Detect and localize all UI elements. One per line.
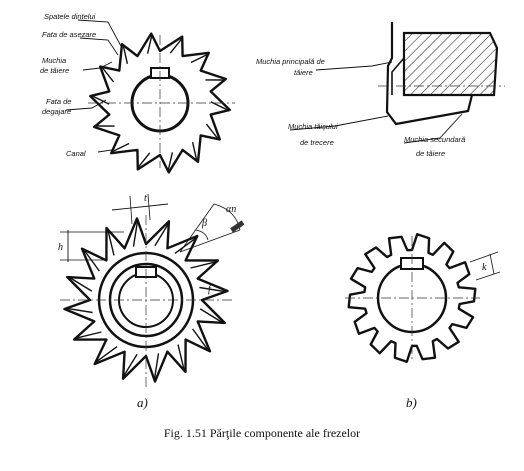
tool-detail-top-right: Muchia principală de tăiere Muchia tăişu…: [256, 22, 505, 158]
leader-fata-asezare: [79, 37, 119, 56]
cutter-a-tooth-face: [192, 328, 208, 350]
label-a: a): [137, 395, 148, 410]
dim-t-label: t: [144, 193, 147, 204]
label-secundara-1: Muchia secundară: [404, 135, 465, 144]
leader-canal: [97, 139, 119, 153]
cutter-a-tooth-face: [123, 353, 138, 376]
cutter-top-left-tooth-face: [190, 54, 208, 64]
cutter-top-left-tooth-face: [191, 142, 198, 160]
cutter-top-left-tooth-face: [169, 38, 182, 54]
cutter-top-left-tooth-face: [102, 67, 115, 83]
label-principala-2: tăiere: [294, 68, 313, 77]
cutter-a-tooth-face: [67, 307, 93, 314]
cutter-a-tooth-face: [199, 308, 222, 323]
dim-k-arrow: [489, 253, 495, 275]
cutter-a-tooth-face: [107, 230, 115, 256]
cutter-a-tooth-face: [76, 331, 102, 339]
label-muchie-2: de tăiere: [40, 66, 69, 75]
tool-shank-hatched: [230, 220, 245, 233]
cutter-top-left-tooth-face: [210, 101, 228, 111]
cutter-a-tooth-face: [96, 346, 118, 362]
label-b: b): [406, 395, 417, 410]
label-canal: Canal: [66, 149, 86, 158]
cutter-a: t h αn β f a): [58, 193, 245, 410]
dim-k-label: k: [482, 262, 487, 273]
dim-f-label: f: [208, 284, 212, 295]
cutter-a-tooth-face: [84, 250, 100, 272]
leader-tais: [289, 115, 389, 131]
figure-caption: Fig. 1.51 Părţile componente ale frezelo…: [163, 426, 361, 440]
tool-edge-inner: [391, 57, 405, 95]
label-spate: Spatele dintelui: [44, 12, 96, 21]
leader-spate: [77, 19, 123, 49]
label-tais-2: de trecere: [300, 138, 334, 147]
dim-t-line: [111, 203, 169, 211]
label-principala-1: Muchia principală de: [256, 57, 325, 66]
dim-an-label: αn: [226, 204, 236, 215]
dim-angle-ray-2: [179, 229, 241, 253]
cutter-a-tooth-face: [70, 277, 93, 292]
cutter-a-tooth-face: [199, 286, 225, 293]
dim-angle-ray-1: [179, 203, 215, 253]
dim-beta-label: β: [201, 218, 207, 229]
leader-secundara: [403, 113, 463, 144]
dim-t-ext-1: [129, 195, 133, 225]
cutter-top-left-tooth-face: [138, 152, 151, 168]
tool-body-outline: [385, 22, 474, 126]
cutter-a-tooth-face: [132, 221, 139, 247]
cutter-a-tooth-face: [154, 224, 169, 247]
cutter-top-left-tooth-face: [205, 123, 218, 139]
label-muchie-1: Muchia: [42, 56, 66, 65]
leader-principala: [315, 61, 393, 71]
dim-k-line-1: [469, 251, 499, 263]
cutter-top-left-tooth-face: [167, 152, 174, 170]
dim-k-line-2: [475, 271, 501, 281]
label-degajare-1: Fata de: [46, 97, 71, 106]
cutter-top-left-tooth-face: [146, 36, 153, 54]
cutter-a-tooth-face: [174, 238, 196, 254]
cutter-a-tooth-face: [177, 344, 185, 370]
label-degajare-2: degajare: [42, 107, 71, 116]
cutter-a-tooth-face: [153, 353, 160, 379]
leader-muchie: [82, 61, 113, 71]
dim-t-ext-2: [147, 193, 151, 221]
cutter-b: k b): [345, 233, 501, 410]
cutter-a-tooth-face: [190, 261, 216, 269]
workpiece-hatched: [402, 31, 499, 97]
leader-degajare: [65, 99, 107, 111]
label-fata-asezare: Fata de asezare: [42, 30, 96, 39]
dim-h-label: h: [58, 242, 63, 253]
label-secundara-2: de tăiere: [416, 149, 445, 158]
cutter-top-left-tooth-face: [112, 142, 130, 152]
cutter-top-left-tooth-face: [122, 46, 129, 64]
dim-beta-arc: [195, 229, 209, 241]
cutter-top-left: Spatele dintelui Fata de asezare Muchia …: [40, 12, 235, 174]
label-tais-1: Muchia tăişului: [288, 122, 338, 131]
